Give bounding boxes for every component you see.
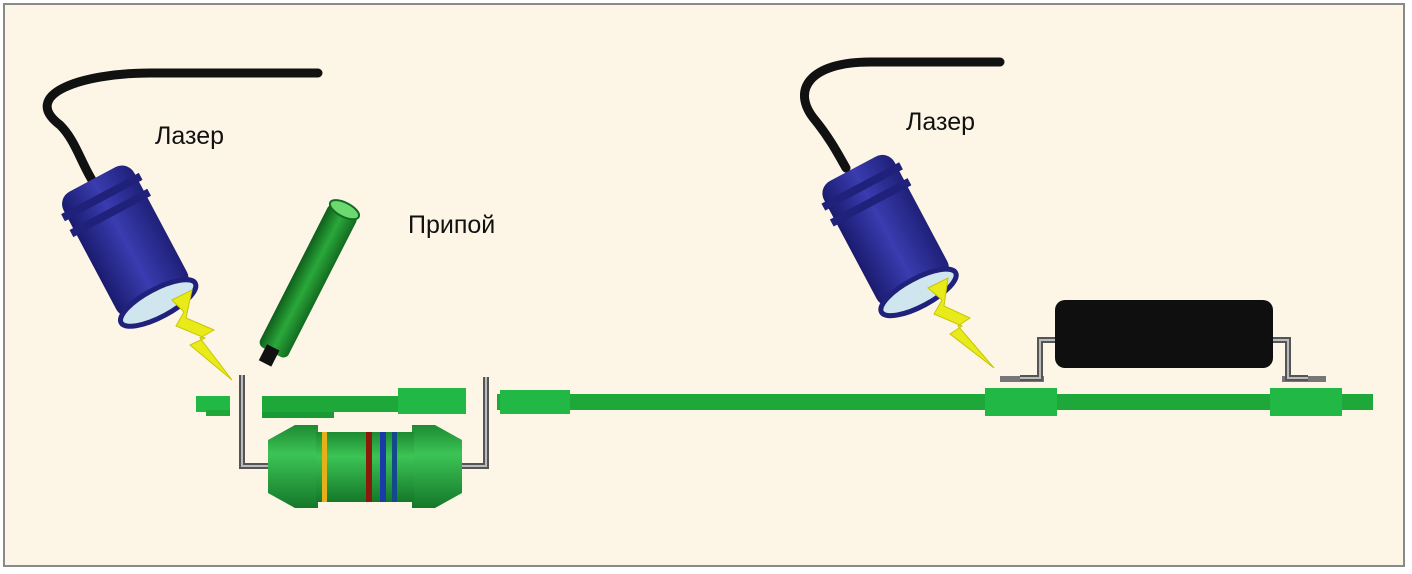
laser-nozzle: [878, 266, 959, 319]
resistor-leads: [239, 375, 489, 469]
laser-nozzle: [118, 277, 199, 329]
pcb-pad: [398, 388, 466, 414]
pcb-right: [497, 376, 1373, 416]
laser-cable: [800, 57, 1005, 173]
laser-left: [42, 68, 323, 381]
resistor-band: [380, 432, 386, 502]
laser-beam: [927, 277, 995, 369]
resistor-band: [392, 432, 397, 502]
pcb-pad: [196, 396, 230, 412]
label-solder: Припой: [408, 211, 496, 239]
laser-cable: [42, 68, 323, 185]
smd-leads: [1020, 337, 1308, 381]
resistor-band: [366, 432, 372, 502]
pcb-board: [497, 394, 1373, 410]
smd-chip: [1055, 300, 1273, 368]
laser-beam: [171, 289, 233, 381]
laser-right: [800, 57, 1005, 369]
resistor-band: [322, 432, 327, 502]
label-laser-left: Лазер: [155, 122, 225, 150]
resistor: [268, 425, 462, 508]
pcb-pad: [985, 388, 1057, 416]
diagram-frame: [3, 3, 1405, 567]
solder-wire: [258, 199, 361, 367]
label-laser-right: Лазер: [906, 108, 976, 136]
pcb-pad: [1270, 388, 1342, 416]
pcb-left: [196, 388, 466, 418]
